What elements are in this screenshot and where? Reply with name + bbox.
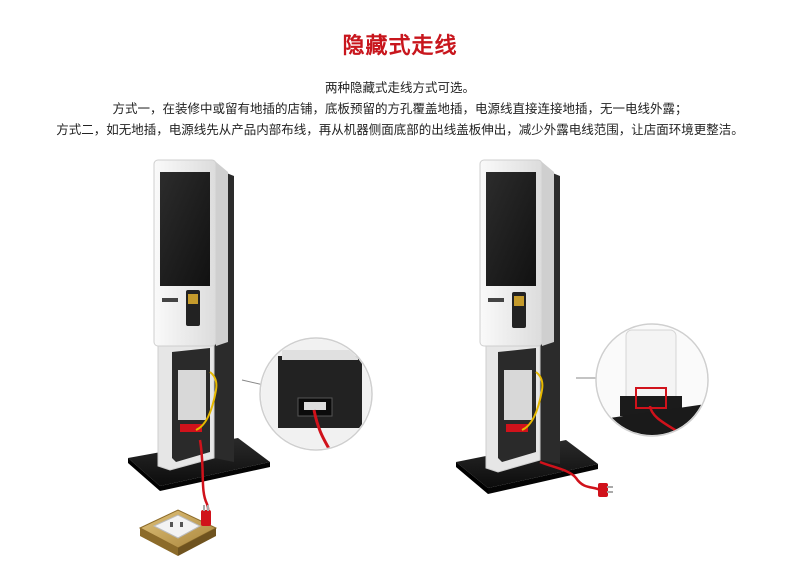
kiosk-left [128,159,270,491]
zoom-detail-left [241,337,373,451]
option-two-text: 方式二，如无地插，电源线先从产品内部布线，再从机器侧面底部的出线盖板伸出，减少外… [56,122,744,137]
power-plug-icon [598,483,613,497]
subtitle-text: 两种隐藏式走线方式可选。 [324,80,475,95]
power-cable-right [539,460,601,492]
floor-socket-icon [138,509,218,556]
power-plug-icon [201,505,211,526]
kiosk-right [456,159,598,494]
option-one-text: 方式一，在装修中或留有地插的店铺，底板预留的方孔覆盖地插，电源线直接连接地插，无… [112,101,688,116]
zoom-detail-right [576,323,709,437]
page-title: 隐藏式走线 [342,34,458,59]
